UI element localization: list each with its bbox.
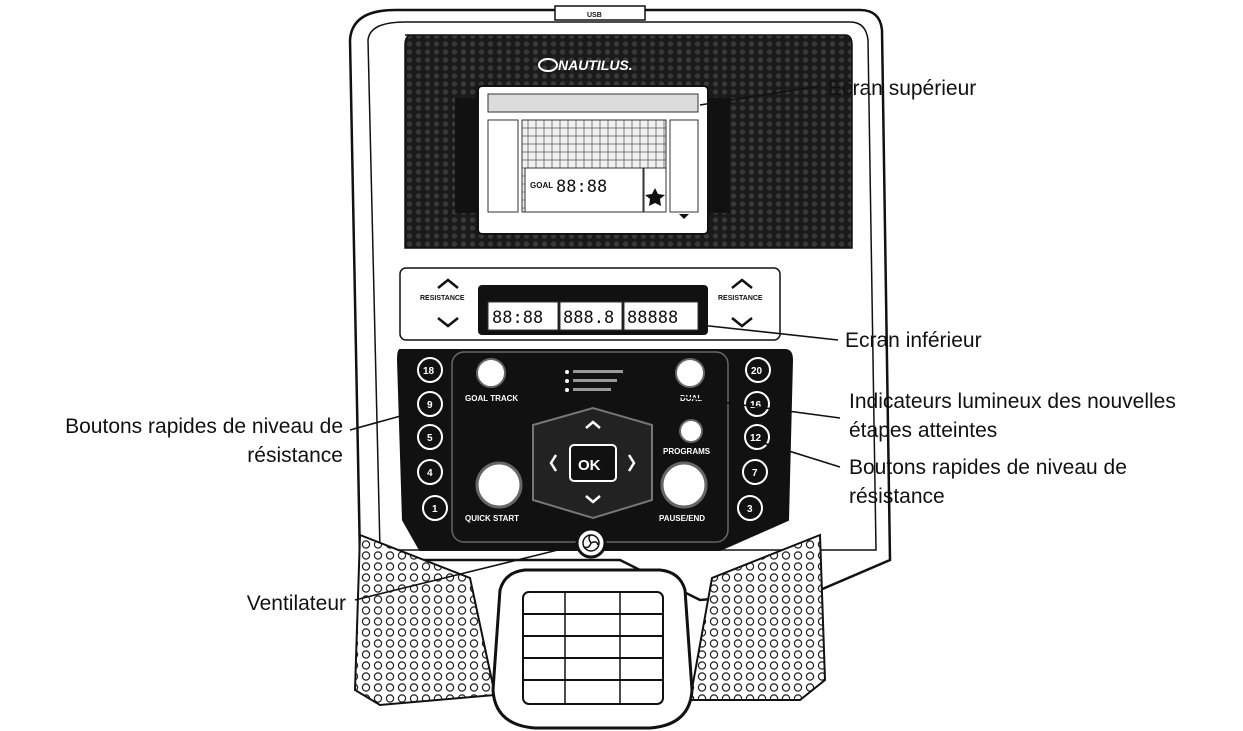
quick-key-right-16-label: 16 xyxy=(750,400,762,411)
quick-key-left-4[interactable] xyxy=(417,459,443,485)
milestone-indicator-1 xyxy=(565,370,569,374)
bottom-display-distance: 888.8 xyxy=(563,308,614,328)
quick-key-right-3-label: 3 xyxy=(747,504,753,515)
leader-resistance-left xyxy=(349,411,416,431)
star-icon xyxy=(645,188,665,206)
leader-milestone xyxy=(614,387,841,419)
quick-start-button[interactable] xyxy=(475,461,523,509)
arrow-up-icon[interactable] xyxy=(585,420,601,429)
callout-fan: Ventilateur xyxy=(247,592,346,615)
goal-label: GOAL xyxy=(530,181,553,190)
quick-key-left-5-label: 5 xyxy=(427,433,433,444)
arrow-down-icon[interactable] xyxy=(585,495,601,504)
fan-icon xyxy=(582,534,600,552)
resistance-up-left-icon[interactable] xyxy=(437,278,459,289)
resistance-down-right-icon[interactable] xyxy=(731,317,753,328)
programs-label: PROGRAMS xyxy=(663,447,711,456)
arrow-right-icon[interactable] xyxy=(627,454,636,472)
quick-key-left-18[interactable] xyxy=(417,357,443,383)
directional-pad: OK xyxy=(532,406,653,520)
quick-key-right-7[interactable] xyxy=(742,459,768,485)
dual-button[interactable] xyxy=(675,358,705,388)
quick-key-left-9-label: 9 xyxy=(427,400,433,411)
programs-button[interactable] xyxy=(679,419,703,443)
milestone-indicator-3 xyxy=(565,388,569,392)
callout-resistance-left-line1: Boutons rapides de niveau de xyxy=(65,415,343,438)
milestone-indicator-2 xyxy=(565,379,569,383)
top-display: GOAL 88:88 xyxy=(477,85,709,235)
resistance-up-right-icon[interactable] xyxy=(731,278,753,289)
callout-resistance-right-line1: Boutons rapides de niveau de xyxy=(849,456,1127,479)
pause-end-button[interactable] xyxy=(660,461,708,509)
right-speaker-grille xyxy=(688,533,827,701)
quick-key-right-20[interactable] xyxy=(745,357,771,383)
leader-fan xyxy=(354,544,579,601)
resistance-right-label: RESISTANCE xyxy=(718,295,763,302)
brand-swoosh-icon xyxy=(538,58,558,72)
pause-end-label: PAUSE/END xyxy=(659,514,705,523)
quick-key-right-16[interactable] xyxy=(744,391,770,417)
quick-key-right-12-label: 12 xyxy=(750,433,762,444)
callout-upper-screen: Ecran supérieur xyxy=(828,77,976,100)
quick-key-left-9[interactable] xyxy=(417,391,443,417)
control-panel: GOAL TRACK DUAL PROGRAMS OK QUICK START xyxy=(396,349,794,551)
brand-logo: NAUTILUS. xyxy=(558,57,633,73)
quick-start-label: QUICK START xyxy=(465,514,519,523)
quick-key-right-7-label: 7 xyxy=(752,468,758,479)
callout-milestone-line1: Indicateurs lumineux des nouvelles xyxy=(849,390,1176,413)
callout-resistance-left-line2: résistance xyxy=(247,444,343,467)
goal-time-readout: 88:88 xyxy=(556,177,607,197)
goal-track-label: GOAL TRACK xyxy=(465,394,518,403)
quick-key-left-4-label: 4 xyxy=(427,468,433,479)
callout-lower-screen: Ecran inférieur xyxy=(845,329,982,352)
quick-key-left-5[interactable] xyxy=(417,424,443,450)
leader-resistance-right xyxy=(759,441,841,468)
quick-key-left-1[interactable] xyxy=(422,495,448,521)
chevron-down-icon xyxy=(679,214,689,219)
resistance-down-left-icon[interactable] xyxy=(437,317,459,328)
leader-lower-screen xyxy=(699,324,839,341)
callout-resistance-right-line2: résistance xyxy=(849,485,945,508)
ok-button[interactable] xyxy=(569,444,617,482)
usb-port[interactable] xyxy=(554,5,646,21)
quick-key-right-3[interactable] xyxy=(737,495,763,521)
resistance-band: 88:88 888.8 88888 RESISTANCE RESISTANCE xyxy=(399,267,781,341)
resistance-left-label: RESISTANCE xyxy=(420,295,465,302)
quick-key-left-18-label: 18 xyxy=(423,366,435,377)
callout-lines xyxy=(349,85,841,601)
callout-milestone-line2: étapes atteintes xyxy=(849,419,997,442)
arrow-left-icon[interactable] xyxy=(549,454,558,472)
quick-key-right-20-label: 20 xyxy=(751,366,763,377)
usb-label: USB xyxy=(587,12,602,19)
fan-vent xyxy=(491,568,694,730)
bottom-display-time: 88:88 xyxy=(492,308,543,328)
leader-upper-screen xyxy=(699,85,821,106)
goal-track-button[interactable] xyxy=(476,358,506,388)
quick-key-left-1-label: 1 xyxy=(432,504,438,515)
left-speaker-grille xyxy=(353,533,497,707)
ok-label: OK xyxy=(578,457,601,474)
bottom-display-calories: 88888 xyxy=(627,308,678,328)
